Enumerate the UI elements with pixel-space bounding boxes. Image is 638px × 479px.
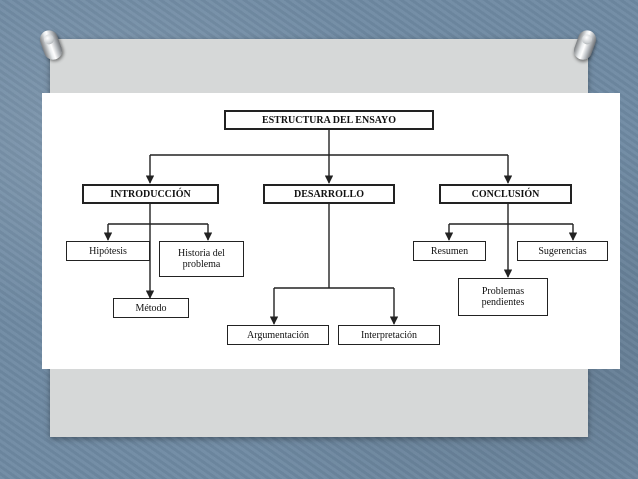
root-node: ESTRUCTURA DEL ENSAYO: [224, 110, 434, 130]
node-metodo: Método: [113, 298, 189, 318]
node-problemas-pendientes: Problemas pendientes: [458, 278, 548, 316]
node-introduccion: INTRODUCCIÓN: [82, 184, 219, 204]
node-desarrollo: DESARROLLO: [263, 184, 395, 204]
node-sugerencias: Sugerencias: [517, 241, 608, 261]
node-historia-del-problema: Historia del problema: [159, 241, 244, 277]
node-resumen: Resumen: [413, 241, 486, 261]
pushpin-icon: [571, 27, 599, 63]
node-conclusion: CONCLUSIÓN: [439, 184, 572, 204]
node-argumentacion: Argumentación: [227, 325, 329, 345]
node-interpretacion: Interpretación: [338, 325, 440, 345]
node-hipotesis: Hipótesis: [66, 241, 150, 261]
diagram-panel: ESTRUCTURA DEL ENSAYO INTRODUCCIÓN DESAR…: [42, 93, 620, 369]
connector-lines: [103, 130, 578, 325]
